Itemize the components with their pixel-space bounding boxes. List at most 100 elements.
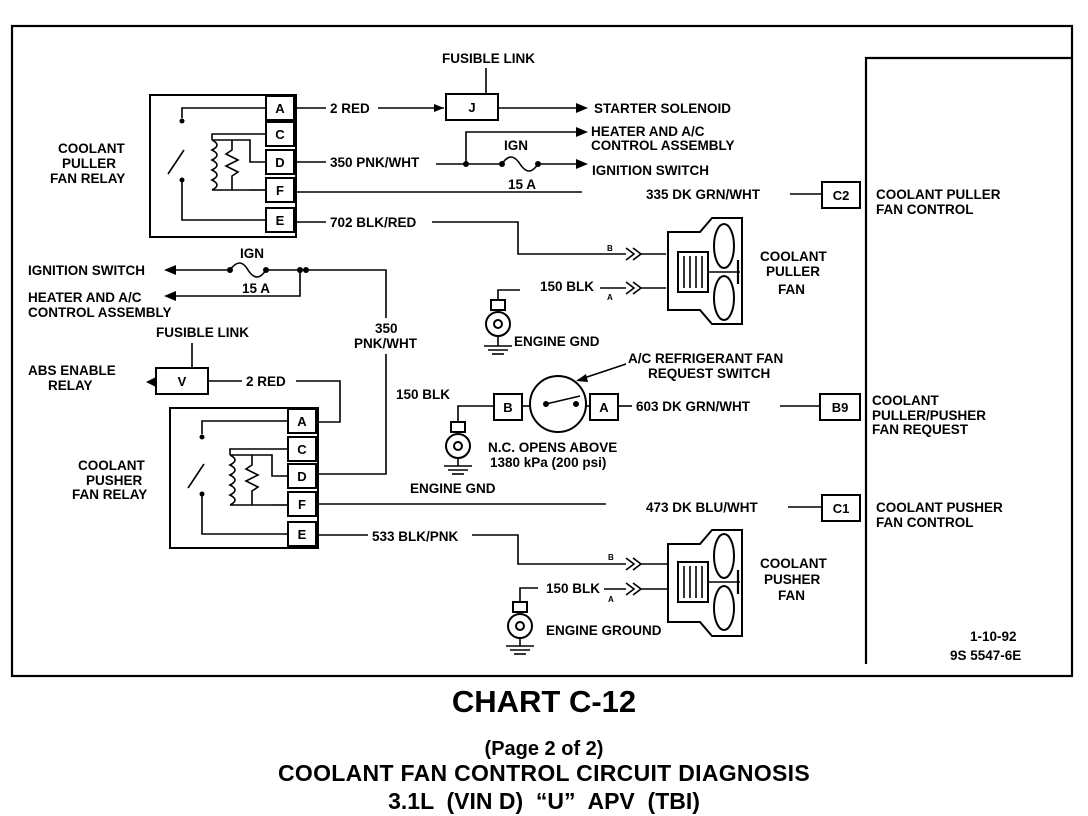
puller-relay-label-3: FAN RELAY — [50, 171, 125, 186]
puller-fan-label-3: FAN — [778, 282, 805, 297]
switch-gnd-label: ENGINE GND — [410, 481, 496, 496]
switch-note-2: 1380 kPa (200 psi) — [490, 455, 606, 470]
pusher-heater-label-2: CONTROL ASSEMBLY — [28, 305, 172, 320]
switch-gnd-wire-label: 150 BLK — [396, 387, 450, 402]
diagram-frame — [10, 24, 1074, 678]
drawing-number: 9S 5547-6E — [950, 648, 1021, 663]
puller-ctrl-pin-box — [821, 181, 861, 209]
switch-pin-a: A — [599, 400, 609, 415]
switch-ecm-pin-box — [819, 393, 861, 421]
engine-description: 3.1L (VIN D) “U” APV (TBI) — [388, 788, 700, 814]
pusher-abs-label-2: RELAY — [48, 378, 93, 393]
pusher-abs-label-1: ABS ENABLE — [28, 363, 116, 378]
switch-ecm-label-3: FAN REQUEST — [872, 422, 969, 437]
pusher-relay-pins — [287, 408, 317, 547]
pusher-feed-wire-2: PNK/WHT — [354, 336, 418, 351]
pusher-ign-label: IGN — [240, 246, 264, 261]
switch-pin-b: B — [503, 400, 512, 415]
switch-ecm-label-2: PULLER/PUSHER — [872, 408, 986, 423]
pusher-pin-a: A — [297, 414, 307, 429]
pusher-gnd-wire-label: 150 BLK — [546, 581, 600, 596]
puller-ground-symbol — [484, 299, 512, 355]
puller-fuse-pin-j: J — [468, 100, 475, 115]
pusher-gnd-label: ENGINE GROUND — [546, 623, 662, 638]
puller-ign-label: IGN — [504, 138, 528, 153]
pusher-ctrl-pin-box — [821, 494, 861, 522]
switch-pin-b-box — [493, 393, 523, 421]
pusher-fan-label-2: PUSHER — [764, 572, 821, 587]
puller-pin-d: D — [275, 155, 284, 170]
puller-gnd-wire-label: 150 BLK — [540, 279, 594, 294]
pusher-relay-label-2: PUSHER — [86, 473, 143, 488]
pusher-relay-label-3: FAN RELAY — [72, 487, 147, 502]
switch-ecm-pin: B9 — [832, 400, 849, 415]
pusher-pin-d: D — [297, 469, 306, 484]
switch-pin-a-box — [589, 393, 619, 421]
date-code: 1-10-92 — [970, 629, 1017, 644]
puller-heater-label-1: HEATER AND A/C — [591, 124, 705, 139]
switch-wire-label: 603 DK GRN/WHT — [636, 399, 751, 414]
pusher-ctrl-label-1: COOLANT PUSHER — [876, 500, 1003, 515]
pusher-fuse-pin-v: V — [178, 374, 187, 389]
puller-pin-a: A — [275, 101, 285, 116]
puller-fuse-rating: 15 A — [508, 177, 536, 192]
puller-fuse-symbol — [501, 156, 539, 172]
puller-relay-label-2: PULLER — [62, 156, 116, 171]
pusher-fan-label-3: FAN — [778, 588, 805, 603]
puller-fan-label-1: COOLANT — [760, 249, 827, 264]
puller-pin-f: F — [276, 183, 284, 198]
pusher-fusible-link-label: FUSIBLE LINK — [156, 325, 249, 340]
pusher-ground-symbol — [506, 601, 534, 655]
puller-gnd-label: ENGINE GND — [514, 334, 600, 349]
puller-fan-label-2: PULLER — [766, 264, 820, 279]
page-indicator: (Page 2 of 2) — [484, 738, 604, 760]
switch-ground-symbol — [444, 421, 472, 475]
pusher-pin-e: E — [298, 527, 307, 542]
pressure-switch-icon — [529, 375, 587, 433]
pusher-ign-switch-label: IGNITION SWITCH — [28, 263, 145, 278]
chart-title: CHART C-12 — [451, 684, 637, 719]
chart-subtitle: COOLANT FAN CONTROL CIRCUIT DIAGNOSIS — [277, 760, 810, 786]
puller-fusible-link-label: FUSIBLE LINK — [442, 51, 535, 66]
puller-starter-label: STARTER SOLENOID — [594, 101, 731, 116]
pusher-ctrl-label-2: FAN CONTROL — [876, 515, 974, 530]
pusher-relay-internals — [187, 420, 288, 535]
puller-conn-a: A — [607, 293, 613, 302]
pusher-heater-label-1: HEATER AND A/C — [28, 290, 142, 305]
pusher-fuse-rating: 15 A — [242, 281, 270, 296]
pusher-wire-e-label: 533 BLK/PNK — [372, 529, 459, 544]
pusher-wire-a-label: 2 RED — [246, 374, 286, 389]
puller-conn-b: B — [607, 244, 613, 253]
puller-ctrl-label-2: FAN CONTROL — [876, 202, 974, 217]
switch-ecm-label-1: COOLANT — [872, 393, 939, 408]
switch-label-2: REQUEST SWITCH — [648, 366, 770, 381]
puller-heater-label-2: CONTROL ASSEMBLY — [591, 138, 735, 153]
pusher-pin-c: C — [297, 442, 307, 457]
puller-wire-a-label: 2 RED — [330, 101, 370, 116]
puller-fan-motor-icon — [667, 217, 743, 325]
pusher-pin-f: F — [298, 497, 306, 512]
pusher-conn-a: A — [608, 595, 614, 604]
puller-ign-switch-label: IGNITION SWITCH — [592, 163, 709, 178]
puller-ctrl-wire-label: 335 DK GRN/WHT — [646, 187, 761, 202]
ecm-bus — [864, 56, 1072, 664]
pusher-ctrl-pin: C1 — [833, 501, 850, 516]
puller-pin-c: C — [275, 127, 285, 142]
puller-relay-internals — [167, 107, 266, 221]
puller-fusible-link-box — [445, 93, 499, 121]
switch-note-1: N.C. OPENS ABOVE — [488, 440, 617, 455]
pusher-feed-wire-1: 350 — [375, 321, 398, 336]
pusher-ctrl-wire-label: 473 DK BLU/WHT — [646, 500, 759, 515]
switch-label-1: A/C REFRIGERANT FAN — [628, 351, 783, 366]
pusher-fan-motor-icon — [667, 529, 743, 637]
puller-wire-d-label: 350 PNK/WHT — [330, 155, 420, 170]
puller-ctrl-pin: C2 — [833, 188, 850, 203]
puller-wire-e-label: 702 BLK/RED — [330, 215, 417, 230]
pusher-relay-label-1: COOLANT — [78, 458, 145, 473]
puller-pin-e: E — [276, 213, 285, 228]
pusher-fuse-symbol — [229, 262, 267, 278]
puller-ctrl-label-1: COOLANT PULLER — [876, 187, 1001, 202]
pusher-conn-b: B — [608, 553, 614, 562]
puller-relay-label-1: COOLANT — [58, 141, 125, 156]
